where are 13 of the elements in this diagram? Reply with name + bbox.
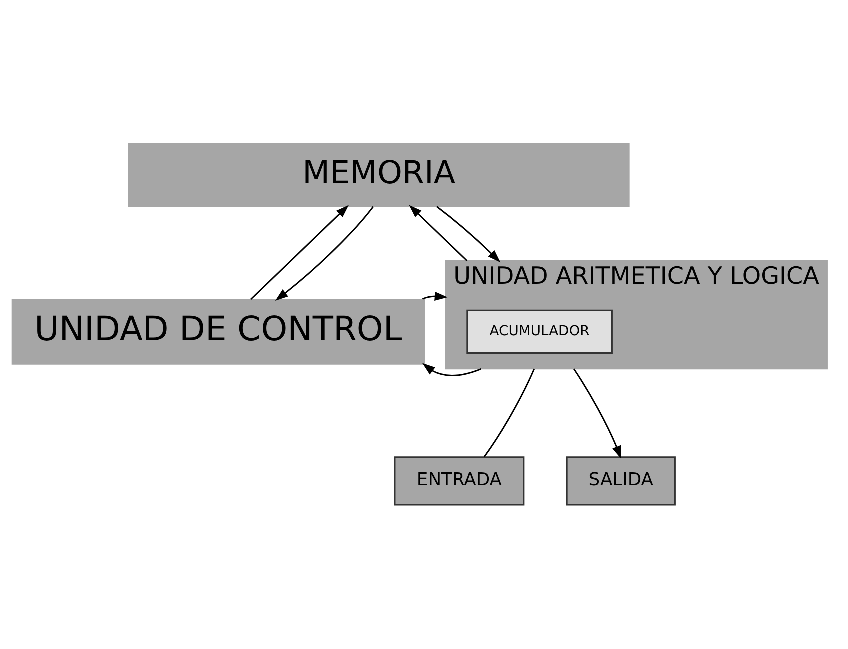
arrow — [250, 205, 349, 300]
node-box: SALIDA — [566, 456, 676, 506]
arrow — [275, 206, 374, 302]
node-box: UNIDAD DE CONTROL — [12, 298, 425, 365]
node-box: ACUMULADOR — [466, 310, 613, 354]
arrow — [422, 292, 448, 301]
node-box: MEMORIA — [128, 143, 630, 208]
arrow — [422, 363, 482, 376]
node-box: ENTRADA — [394, 456, 525, 506]
connector — [484, 368, 536, 458]
arrow — [409, 205, 468, 262]
arrow — [436, 206, 501, 263]
arrow — [574, 368, 622, 460]
